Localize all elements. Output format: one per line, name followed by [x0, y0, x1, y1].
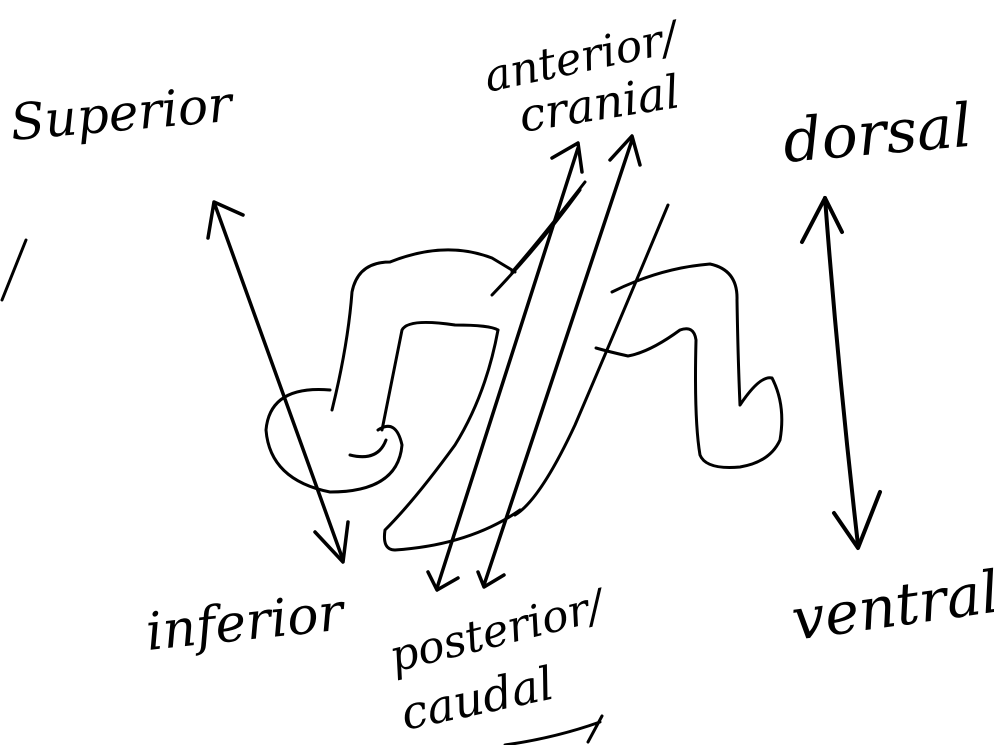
anatomy-directions-diagram: Superior inferior anterior/ cranial post… — [0, 0, 994, 745]
